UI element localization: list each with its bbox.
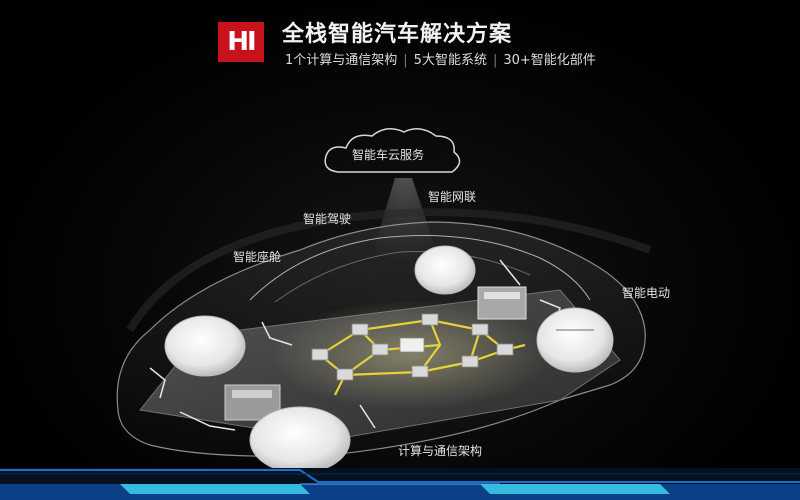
subtitle-systems: 5大智能系统 bbox=[413, 53, 487, 68]
wheel-front-left bbox=[414, 245, 476, 295]
front-motor-module bbox=[477, 286, 527, 320]
label-network: 智能网联 bbox=[428, 190, 477, 204]
cloud-icon bbox=[324, 128, 461, 173]
hi-logo-text: HI bbox=[227, 27, 256, 57]
wheel-rear-left bbox=[164, 315, 246, 377]
label-cockpit: 智能座舱 bbox=[233, 250, 282, 264]
wheel-rear-right bbox=[249, 406, 351, 474]
page-subtitle: 1个计算与通信架构 | 5大智能系统 | 30+智能化部件 bbox=[285, 49, 596, 68]
subtitle-components: 30+智能化部件 bbox=[503, 53, 596, 68]
label-electric: 智能电动 bbox=[622, 286, 671, 300]
label-architecture: 计算与通信架构 bbox=[398, 444, 483, 458]
subtitle-divider: | bbox=[403, 53, 408, 68]
label-driving: 智能驾驶 bbox=[303, 212, 352, 226]
footer-decoration bbox=[0, 468, 800, 500]
label-cloud-service: 智能车云服务 bbox=[352, 148, 425, 162]
hi-logo: HI bbox=[218, 22, 264, 62]
subtitle-architecture: 1个计算与通信架构 bbox=[285, 53, 398, 68]
ecu-modules bbox=[311, 313, 514, 381]
wheel-front-right bbox=[536, 307, 614, 373]
subtitle-divider: | bbox=[492, 53, 498, 68]
page-title: 全栈智能汽车解决方案 bbox=[282, 22, 513, 47]
